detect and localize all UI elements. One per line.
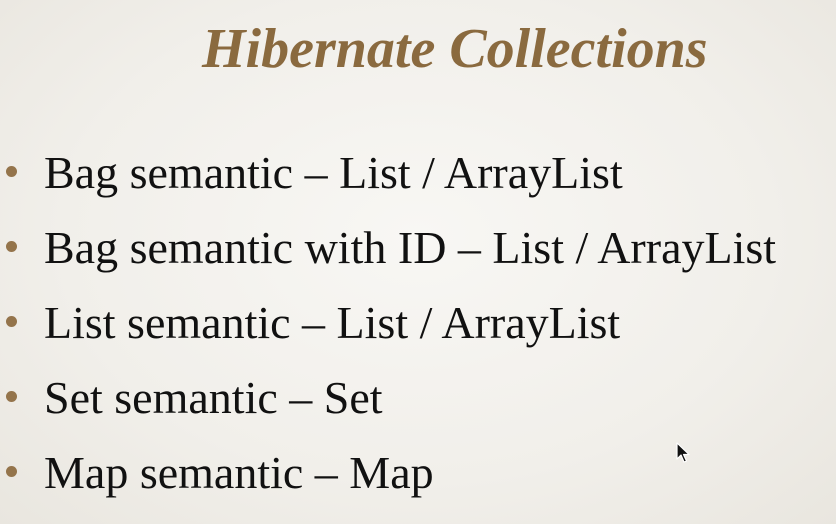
bullet-dot-icon [6,316,17,327]
bullet-text: List semantic – List / ArrayList [44,297,621,348]
mouse-pointer-icon [676,442,690,463]
bullet-text: Set semantic – Set [44,372,383,423]
bullet-dot-icon [6,466,17,477]
bullet-text: Bag semantic – List / ArrayList [44,147,623,198]
bullet-dot-icon [6,166,17,177]
slide-title: Hibernate Collections [202,18,708,80]
bullet-text: Bag semantic with ID – List / ArrayList [44,222,777,273]
bullet-dot-icon [6,391,17,402]
bullet-dot-icon [6,241,17,252]
bullet-text: Map semantic – Map [44,447,434,498]
